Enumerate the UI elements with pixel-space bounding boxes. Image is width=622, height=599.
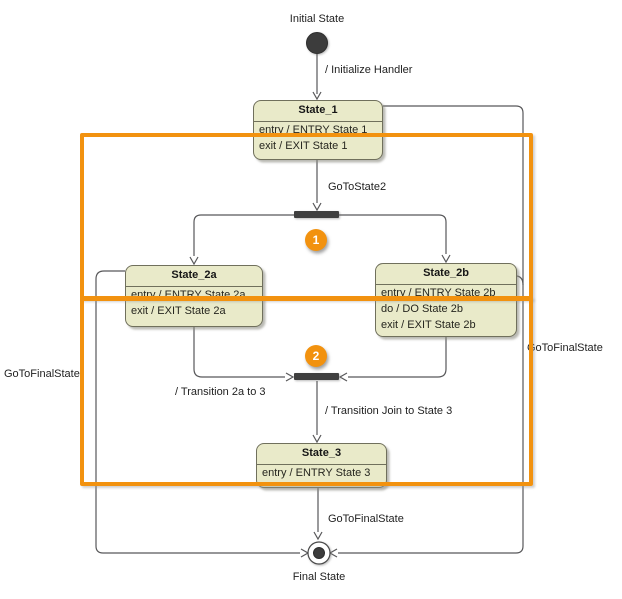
annotation-badge-2: 2 bbox=[305, 345, 327, 367]
state-body: entry / ENTRY State 1 exit / EXIT State … bbox=[254, 122, 382, 154]
state-action: entry / ENTRY State 2b bbox=[381, 287, 496, 299]
state-title: State_3 bbox=[257, 444, 386, 465]
transition-label-2a-to-3: / Transition 2a to 3 bbox=[175, 386, 266, 398]
transition-label-gotofinalstate-right: GoToFinalState bbox=[527, 342, 603, 354]
join-bar bbox=[294, 373, 339, 380]
state-box-state-3: State_3 entry / ENTRY State 3 bbox=[256, 443, 387, 488]
transition-fork-to-state2a-line bbox=[193, 214, 294, 256]
arrowhead bbox=[338, 372, 348, 382]
state-body: entry / ENTRY State 2b do / DO State 2b … bbox=[376, 285, 516, 333]
transition-fork-to-state2b-line bbox=[339, 214, 447, 254]
arrowhead bbox=[328, 548, 338, 558]
state-title: State_2b bbox=[376, 264, 516, 285]
transition-state2a-to-join-line bbox=[193, 327, 285, 378]
state-action: exit / EXIT State 1 bbox=[259, 140, 348, 152]
initial-state-dot bbox=[306, 32, 328, 54]
transition-label-initialize-handler: / Initialize Handler bbox=[325, 64, 413, 76]
state-body: entry / ENTRY State 3 bbox=[257, 465, 386, 481]
state-action: entry / ENTRY State 2a bbox=[131, 289, 246, 301]
state-box-state-1: State_1 entry / ENTRY State 1 exit / EXI… bbox=[253, 100, 383, 160]
initial-state-label: Initial State bbox=[289, 13, 345, 25]
state-body: entry / ENTRY State 2a exit / EXIT State… bbox=[126, 287, 262, 319]
arrowhead bbox=[313, 531, 323, 541]
state-box-state-2b: State_2b entry / ENTRY State 2b do / DO … bbox=[375, 263, 517, 337]
state-title: State_1 bbox=[254, 101, 382, 122]
arrowhead bbox=[312, 434, 322, 444]
state-action: exit / EXIT State 2a bbox=[131, 305, 226, 317]
transition-label-gotostate2: GoToState2 bbox=[328, 181, 387, 193]
state-box-state-2a: State_2a entry / ENTRY State 2a exit / E… bbox=[125, 265, 263, 327]
transition-label-gotofinalstate-left: GoToFinalState bbox=[4, 368, 80, 380]
state-action: exit / EXIT State 2b bbox=[381, 319, 476, 331]
arrowhead bbox=[312, 202, 322, 212]
state-title: State_2a bbox=[126, 266, 262, 287]
transition-state2a-to-final-line bbox=[95, 270, 300, 554]
arrowhead bbox=[300, 548, 310, 558]
final-state-dot bbox=[313, 547, 325, 559]
transition-label-gotofinalstate-bottom: GoToFinalState bbox=[328, 513, 404, 525]
transition-state1-to-final-line bbox=[338, 105, 524, 554]
state-action: do / DO State 2b bbox=[381, 303, 463, 315]
state-action: entry / ENTRY State 1 bbox=[259, 124, 368, 136]
arrowhead bbox=[441, 254, 451, 264]
final-state-label: Final State bbox=[292, 571, 346, 583]
annotation-badge-1: 1 bbox=[305, 229, 327, 251]
arrowhead bbox=[189, 256, 199, 266]
transition-state2b-to-final-connector bbox=[516, 275, 524, 286]
arrowhead bbox=[285, 372, 295, 382]
arrowhead bbox=[312, 91, 322, 101]
fork-bar bbox=[294, 211, 339, 218]
state-action: entry / ENTRY State 3 bbox=[262, 467, 371, 479]
transition-state2b-to-join-line bbox=[348, 337, 447, 378]
transition-label-join-to-state3: / Transition Join to State 3 bbox=[325, 405, 453, 417]
